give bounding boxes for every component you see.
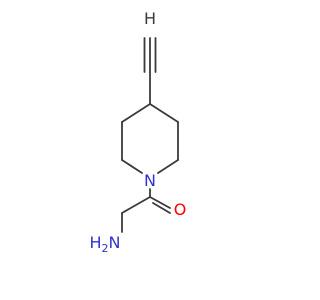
ring-nitrogen-label: N — [144, 171, 156, 190]
carbonyl-double-bond — [149, 196, 171, 214]
amine-label: H2N — [90, 233, 121, 255]
amine-subscript: 2 — [102, 242, 109, 255]
carbonyl-ch2-bond — [121, 196, 151, 214]
carbonyl-oxygen-label: O — [174, 200, 187, 219]
alkyne-hydrogen-label: H — [144, 9, 156, 28]
piperidine-ring — [121, 103, 179, 174]
molecule-canvas: H N O — [89, 9, 187, 255]
structure-diagram: H N O — [90, 9, 187, 255]
triple-bond — [143, 37, 157, 73]
amine-h: H — [90, 233, 102, 252]
amine-n: N — [109, 233, 121, 252]
